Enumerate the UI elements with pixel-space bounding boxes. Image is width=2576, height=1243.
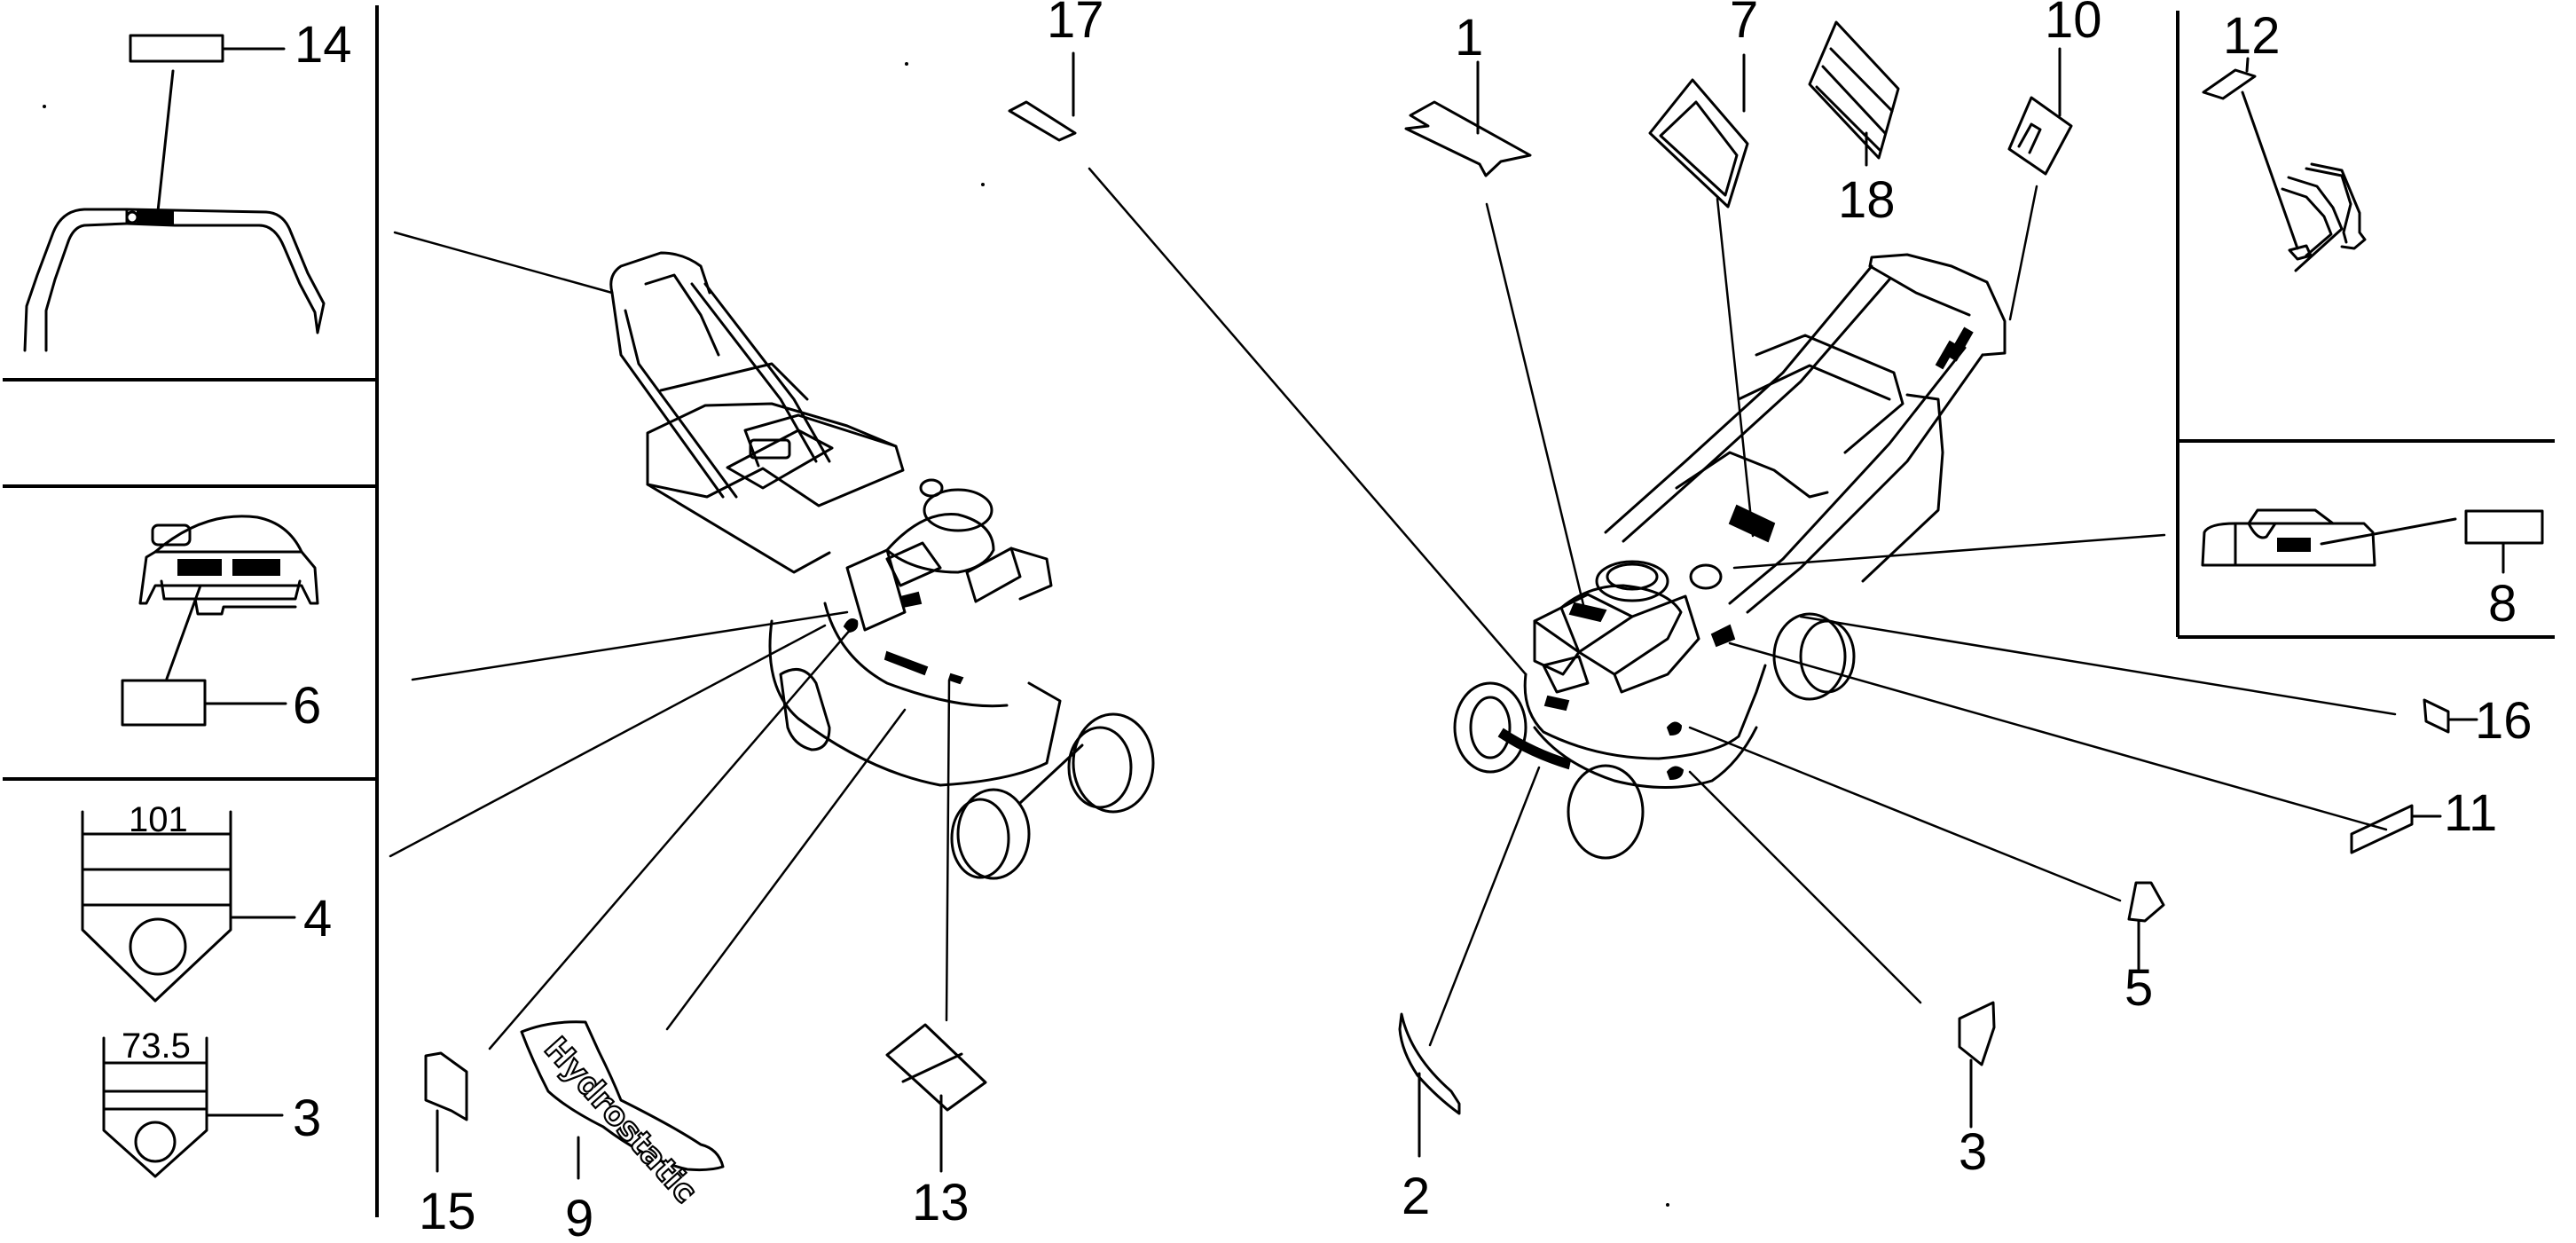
left-mower-illustration (609, 251, 1155, 880)
decal-5: 5 (2124, 881, 2165, 1017)
leader-11 (1728, 641, 2388, 831)
callout-10: 10 (2045, 0, 2102, 49)
right-inset-frame (2176, 11, 2555, 639)
handlebar-decal-mark (137, 210, 174, 224)
decal-10: 10 (2007, 0, 2102, 321)
leader-5 (1688, 726, 2122, 902)
label-7-shape (1648, 78, 1749, 208)
decal-16: 16 (2423, 692, 2533, 750)
leader-17 (1088, 167, 1528, 676)
leader-2 (1428, 766, 1541, 1047)
label-6-shape (121, 679, 207, 727)
callout-16: 16 (2475, 692, 2533, 750)
callout-3-inset: 3 (293, 1090, 321, 1147)
label-15-shape (424, 1051, 468, 1121)
callout-18: 18 (1838, 171, 1896, 229)
label-13-shape (885, 1023, 987, 1112)
label-18-shape (1808, 20, 1900, 160)
decal-15: 15 (419, 1051, 476, 1240)
decal-1: 1 (1404, 9, 1587, 614)
label-3-shape (1958, 1001, 1996, 1066)
hydrostatic-logo-text: Hydrostatic (537, 1031, 703, 1211)
leader-9 (665, 708, 907, 1031)
hydrostatic-logo-shape (520, 1020, 725, 1172)
label-4-shape (81, 832, 232, 1003)
leader-3 (1688, 770, 1922, 1004)
label-5-shape (2127, 881, 2165, 923)
leader-4 (389, 624, 827, 858)
label-10-shape (2007, 96, 2073, 176)
label-3-inset-shape (102, 1061, 208, 1178)
callout-8: 8 (2488, 575, 2517, 633)
callout-6: 6 (293, 677, 321, 735)
label-16-shape (2423, 698, 2450, 734)
leader-6 (411, 610, 849, 681)
callout-14: 14 (295, 16, 352, 74)
inset-engine-side: 8 (2201, 508, 2544, 633)
decal-9-hydrostatic: Hydrostatic 9 (520, 1020, 725, 1243)
leader-13 (945, 679, 951, 1022)
label-12-shape (2202, 68, 2257, 100)
right-mower-leaders (1428, 533, 2397, 1047)
decal-3-right: 3 (1958, 1001, 1996, 1181)
callout-13: 13 (912, 1174, 970, 1231)
callout-12: 12 (2223, 7, 2281, 65)
leader-8 (1732, 533, 2166, 570)
left-inset-frame (3, 5, 379, 1217)
label-1-shape (1404, 100, 1532, 177)
label-14-shape (129, 34, 224, 63)
right-mower-illustration (1453, 253, 2007, 860)
label-17-shape (1008, 100, 1077, 142)
callout-4: 4 (303, 890, 332, 948)
decal-18: 18 (1808, 20, 1900, 229)
inset-engine-shroud: 6 (121, 515, 321, 735)
decal-7: 7 (1648, 0, 1758, 538)
callout-2: 2 (1402, 1168, 1430, 1225)
inset-handle-lever: 12 (2202, 7, 2367, 272)
leader-10 (2008, 185, 2038, 321)
leader-14 (393, 231, 614, 295)
leader-1 (1485, 202, 1587, 614)
decal-17: 17 (1008, 0, 1528, 676)
decal-2: 2 (1398, 1012, 1461, 1225)
callout-7: 7 (1730, 0, 1758, 49)
callout-11: 11 (2444, 784, 2497, 842)
callout-5: 5 (2124, 959, 2153, 1017)
callout-9: 9 (565, 1190, 593, 1243)
label-2-shape (1398, 1012, 1461, 1115)
left-mower-leaders (389, 231, 951, 1050)
decal-11: 11 (2350, 784, 2497, 854)
leader-16 (1799, 615, 2397, 716)
inset-pentagon-labels: 101 4 73.5 3 (81, 800, 332, 1178)
inset-handlebar: 14 (23, 16, 352, 352)
callout-1: 1 (1455, 9, 1483, 67)
callout-3-right: 3 (1959, 1123, 1987, 1181)
scan-specks (43, 62, 1669, 1207)
decal-13: 13 (885, 1023, 987, 1231)
leader-7 (1716, 197, 1755, 538)
label-11-shape (2350, 804, 2414, 854)
callout-17: 17 (1047, 0, 1104, 49)
leader-15 (488, 626, 853, 1050)
callout-15: 15 (419, 1183, 476, 1240)
label-8-shape (2464, 509, 2544, 545)
dimension-73-5: 73.5 (122, 1027, 191, 1066)
